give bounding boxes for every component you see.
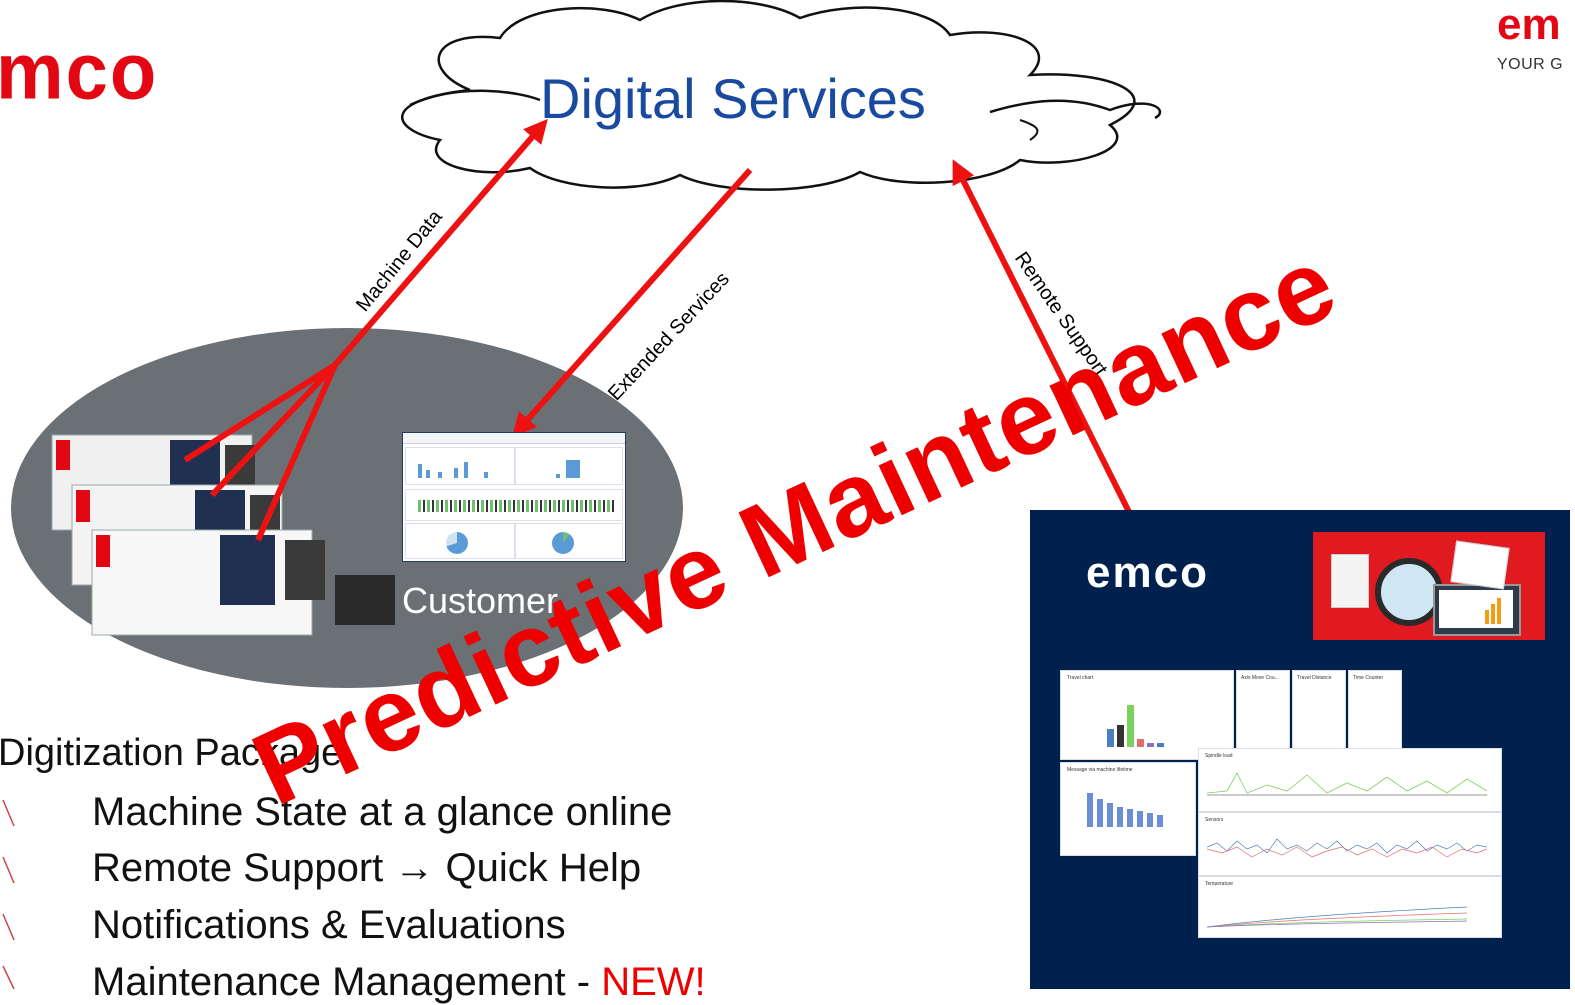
dashboard-card-temperature: Temperature bbox=[1198, 876, 1502, 938]
laptop-icon bbox=[1433, 584, 1521, 636]
card-title: Axis Move Cou... bbox=[1241, 675, 1279, 681]
dashboard-card-axis: Axis Move Cou... bbox=[1236, 670, 1290, 752]
dashboard-card-time-counter: Time Counter bbox=[1348, 670, 1402, 752]
dashboard-header bbox=[403, 433, 625, 444]
package-item: Notifications & Evaluations bbox=[92, 903, 566, 947]
emco-dashboard-panel: Travel chart Axis Move Cou... Travel Dis… bbox=[1030, 510, 1570, 989]
card-title: Time Counter bbox=[1353, 675, 1384, 681]
dashboard-card bbox=[405, 447, 515, 485]
card-title: Temperature bbox=[1205, 881, 1234, 887]
card-title: Travel chart bbox=[1067, 675, 1094, 681]
dashboard-card-travel-distance: Travel Distance bbox=[1292, 670, 1346, 752]
card-title: Sensors bbox=[1205, 817, 1224, 823]
package-item-text: Maintenance Management - bbox=[92, 960, 591, 1004]
package-item: Machine State at a glance online bbox=[92, 790, 673, 834]
sensors-line-chart bbox=[1207, 838, 1487, 858]
customer-label: Customer bbox=[402, 580, 559, 621]
machine-group bbox=[51, 434, 395, 636]
clipboard-icon bbox=[1331, 554, 1369, 608]
arrow-extended-services bbox=[512, 168, 753, 437]
new-badge: NEW! bbox=[601, 960, 706, 1004]
check-marks bbox=[2, 799, 15, 989]
dashboard-card-messages: Message via machine lifetime bbox=[1060, 762, 1196, 856]
package-title: Digitization Package bbox=[0, 732, 343, 774]
cloud-title: Digital Services bbox=[540, 67, 926, 130]
cloud-shape bbox=[401, 0, 1162, 191]
dashboard-card-travel-chart: Travel chart bbox=[1060, 670, 1234, 760]
dashboard-card bbox=[405, 489, 623, 521]
dashboard-card-spindle: Spindle load bbox=[1198, 748, 1502, 812]
card-title: Message via machine lifetime bbox=[1067, 767, 1133, 773]
report-sheet-icon bbox=[1450, 540, 1510, 590]
package-item: Remote Support → Quick Help bbox=[92, 846, 642, 890]
card-title: Spindle load bbox=[1205, 753, 1233, 759]
dashboard-card-sensors: Sensors bbox=[1198, 812, 1502, 876]
arrows bbox=[183, 118, 1144, 542]
emco-panel-logo: emco bbox=[1086, 548, 1209, 597]
emco-logo-left: mco bbox=[0, 26, 159, 117]
dashboard-card bbox=[515, 447, 623, 485]
customer-dashboard-thumbnail bbox=[402, 432, 626, 562]
spindle-line-chart bbox=[1207, 772, 1487, 796]
machine-3 bbox=[91, 529, 395, 636]
package-item: Maintenance Management - NEW! bbox=[92, 960, 706, 1005]
dashboard-card bbox=[515, 523, 623, 559]
emco-logo-right: em bbox=[1497, 0, 1561, 49]
temperature-line-chart bbox=[1207, 906, 1468, 928]
card-title: Travel Distance bbox=[1297, 675, 1332, 681]
magnifier-icon bbox=[1375, 558, 1443, 626]
analytics-illustration bbox=[1313, 532, 1545, 640]
arrow-machine-data bbox=[332, 118, 548, 367]
dashboard-card bbox=[405, 523, 515, 559]
arrow-remote-support bbox=[952, 159, 1144, 541]
logo-slogan: YOUR G bbox=[1497, 56, 1564, 73]
